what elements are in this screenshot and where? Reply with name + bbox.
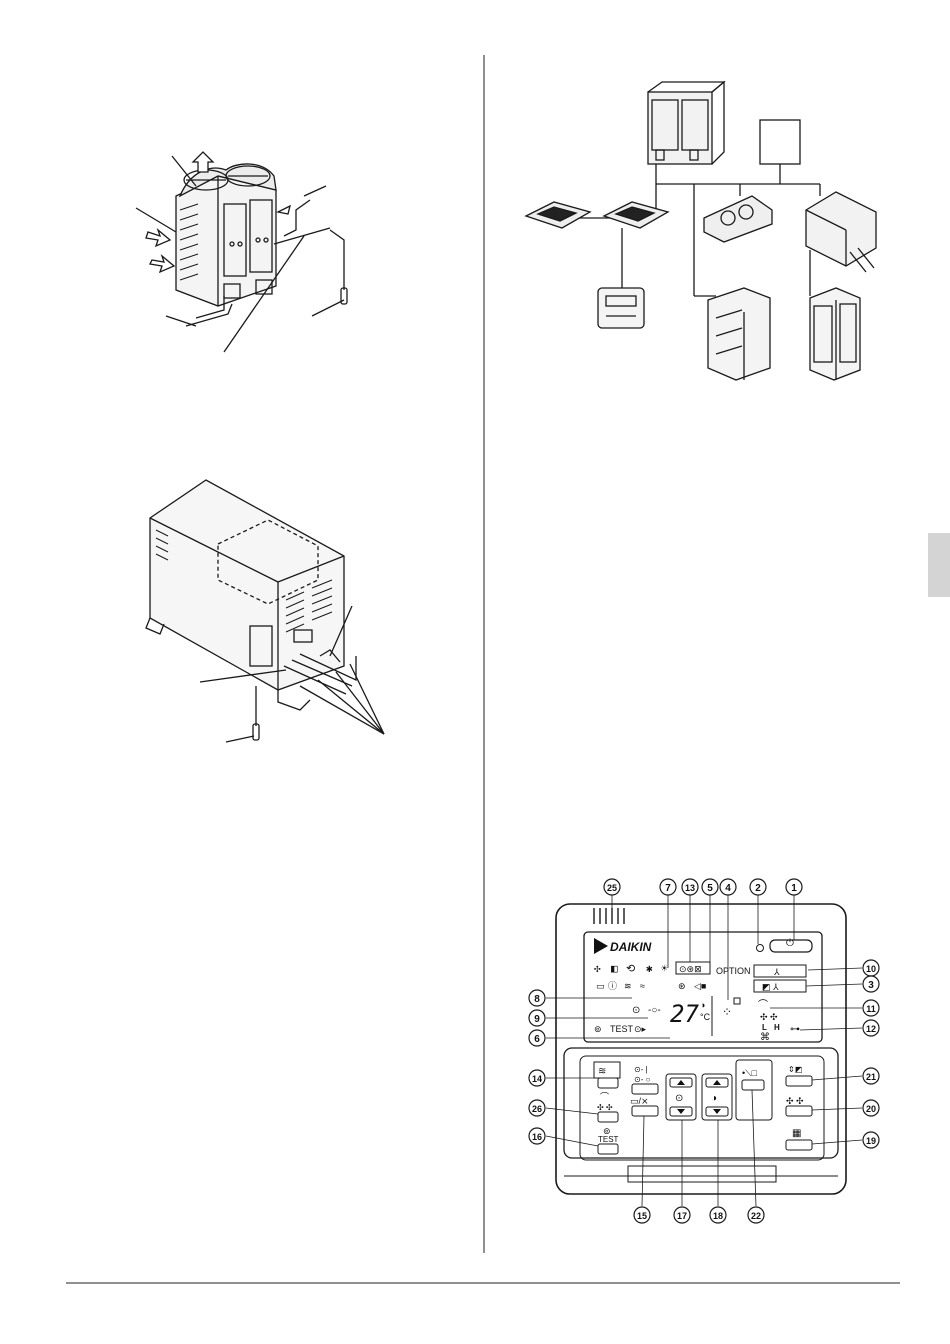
svg-text:▭: ▭	[596, 981, 605, 991]
network-box	[760, 120, 800, 164]
fan-small-icon: ✣ ✣	[597, 1103, 613, 1112]
ventilation-icon: ≋	[598, 1066, 606, 1077]
figure-remote-controller: DAIKIN ⏻ ✣ ◧ ⟲ ✱ ☀ ⊙⊛⊠ OPTION ⅄ ◩ ⅄ ▭ⓘ ≋ ≈ ⊛…	[529, 879, 879, 1223]
brand-label: DAIKIN	[610, 940, 652, 954]
svg-text:≋: ≋	[624, 981, 632, 991]
airflow-direction-button-icon: •⟍□	[742, 1068, 757, 1078]
ventilation-amount-button[interactable]	[598, 1112, 618, 1122]
timer-mode-icon: ⊙- |	[634, 1065, 648, 1074]
callout-20: 20	[866, 1104, 876, 1114]
timer-mode-icon-2: ⊙- ○	[634, 1075, 651, 1084]
figure-outdoor-unit	[136, 152, 347, 352]
timer-clock-icon: ⊙	[675, 1093, 683, 1104]
option-icon-1: ⅄	[773, 967, 780, 977]
callout-16: 16	[532, 1132, 542, 1142]
fan-high-label: H	[774, 1023, 780, 1032]
callout-top	[604, 879, 802, 895]
centralized-control-icons: ⊙⊛⊠	[679, 964, 702, 974]
callout-22: 22	[751, 1211, 761, 1221]
figure-system-network	[526, 82, 876, 380]
figure-condensing-unit	[146, 480, 384, 742]
callout-3: 3	[868, 980, 874, 991]
airflow-indicator	[734, 998, 740, 1004]
operation-mode-icon: ⇕◩	[788, 1065, 802, 1074]
option-label: OPTION	[716, 966, 751, 976]
callout-12: 12	[866, 1024, 876, 1034]
callout-25: 25	[607, 883, 617, 893]
timer-onoff-button[interactable]	[632, 1106, 658, 1116]
svg-text:⊛: ⊛	[678, 981, 686, 991]
section-tab	[928, 533, 950, 597]
svg-text:✣: ✣	[594, 962, 601, 975]
callout-26: 26	[532, 1104, 542, 1114]
setpoint-icon: ◑	[700, 1000, 705, 1010]
airflow-direction-button[interactable]	[742, 1080, 764, 1090]
callout-5: 5	[707, 883, 713, 894]
callout-18: 18	[713, 1211, 723, 1221]
timer-mode-button[interactable]	[632, 1084, 658, 1094]
fan-direction-icon: ⌒	[600, 1092, 609, 1102]
temperature-display: 27	[670, 1000, 699, 1028]
callout-11: 11	[866, 1004, 876, 1014]
timer-onoff-icon: ▭/⨯	[630, 1096, 649, 1106]
test-button-label: TEST	[598, 1135, 619, 1144]
timer-setting-icon: ⊙▸	[634, 1024, 647, 1034]
inspection-icon: ⊚	[594, 1024, 602, 1034]
fan-icon: ✣ ✣	[760, 1012, 778, 1022]
callout-7: 7	[665, 883, 671, 894]
callout-10: 10	[866, 964, 876, 974]
test-label: TEST	[610, 1024, 634, 1034]
callout-15: 15	[637, 1211, 647, 1221]
svg-text:ⓘ: ⓘ	[608, 981, 617, 991]
callout-14: 14	[532, 1074, 542, 1084]
svg-text:⟲: ⟲	[626, 962, 635, 975]
ventilation-button-key[interactable]	[598, 1078, 618, 1088]
callout-4: 4	[725, 883, 731, 894]
fan-speed-button-icon: ✣ ✣	[786, 1096, 804, 1106]
airflow-direction-icon: ⁘	[722, 1005, 732, 1019]
fan-low-label: L	[762, 1023, 767, 1032]
temperature-unit: °C	[700, 1012, 711, 1022]
svg-text:✱: ✱	[646, 962, 653, 975]
operation-lamp	[757, 945, 764, 952]
callout-21: 21	[866, 1072, 876, 1082]
temp-setting-icon: ◑	[711, 1093, 717, 1104]
filter-sign-reset-icon: ▦	[792, 1128, 801, 1139]
callout-bottom	[634, 1207, 764, 1223]
inspection-test-button[interactable]	[598, 1144, 618, 1154]
operation-mode-button[interactable]	[786, 1076, 812, 1086]
svg-text:≈: ≈	[640, 981, 645, 991]
svg-text:◁■: ◁■	[694, 981, 706, 991]
clock-indicator-icon: -○-	[648, 1005, 661, 1016]
option-icon-2: ◩ ⅄	[762, 982, 779, 992]
callout-17: 17	[677, 1211, 687, 1221]
power-icon: ⏻	[786, 938, 794, 949]
callout-2: 2	[755, 883, 761, 894]
option-button-1[interactable]	[754, 965, 806, 977]
callout-1: 1	[791, 883, 797, 894]
filter-sign-reset-button[interactable]	[786, 1140, 812, 1150]
callout-8: 8	[534, 994, 540, 1005]
timer-icon: ⊙	[632, 1005, 640, 1016]
fan-speed-icon: ⌒	[758, 999, 768, 1011]
callout-13: 13	[685, 883, 695, 893]
filter-cleaning-icon: ⌘	[760, 1032, 770, 1043]
callout-19: 19	[866, 1136, 876, 1146]
callout-9: 9	[534, 1014, 540, 1025]
svg-text:☀: ☀	[661, 962, 668, 975]
svg-text:◧: ◧	[611, 962, 618, 975]
defrost-icon: ⊶	[790, 1024, 800, 1035]
callout-6: 6	[534, 1034, 540, 1045]
fan-speed-button[interactable]	[786, 1106, 812, 1116]
